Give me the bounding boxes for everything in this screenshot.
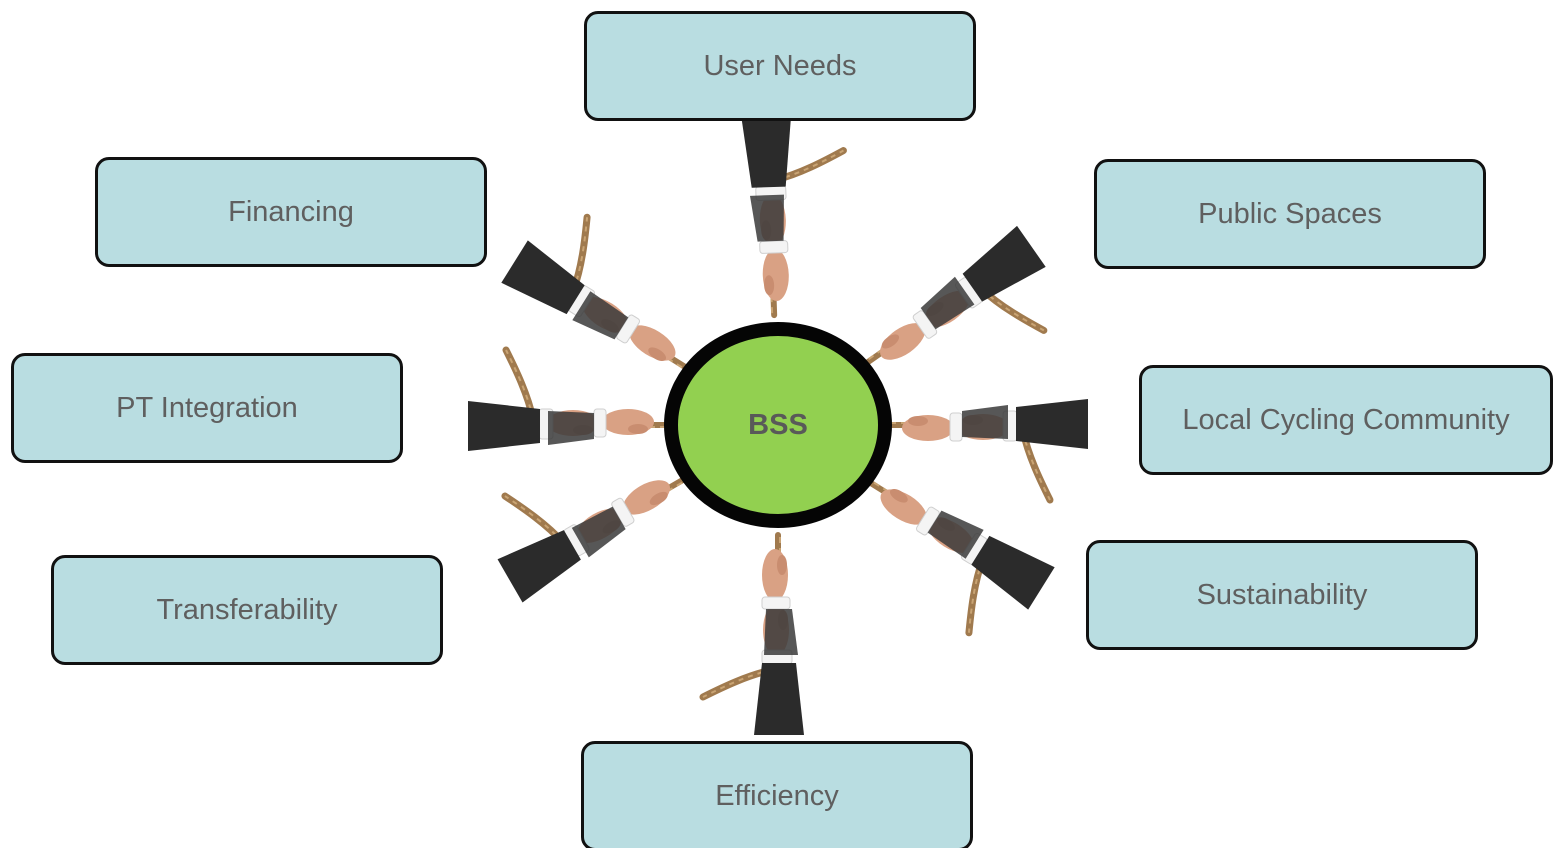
node-label: Local Cycling Community [1182,403,1510,436]
node-label: Sustainability [1196,578,1368,611]
node-label: User Needs [703,49,857,82]
node-efficiency: Efficiency [581,741,973,848]
arm-pt-integration [468,350,668,451]
node-label: Transferability [156,593,338,626]
arm-efficiency [703,535,804,735]
node-public-spaces: Public Spaces [1094,159,1486,269]
node-transferability: Transferability [51,555,443,665]
center-hub: BSS [664,322,892,528]
arm-user-needs [741,113,849,316]
node-label: Efficiency [715,779,839,812]
node-user-needs: User Needs [584,11,976,121]
arm-local-cycling-community [888,399,1088,500]
node-local-cycling-community: Local Cycling Community [1139,365,1553,475]
node-financing: Financing [95,157,487,267]
node-label: PT Integration [116,391,298,424]
node-label: Public Spaces [1198,197,1382,230]
node-pt-integration: PT Integration [11,353,403,463]
hub-label: BSS [748,408,808,441]
node-sustainability: Sustainability [1086,540,1478,650]
node-label: Financing [228,195,354,228]
